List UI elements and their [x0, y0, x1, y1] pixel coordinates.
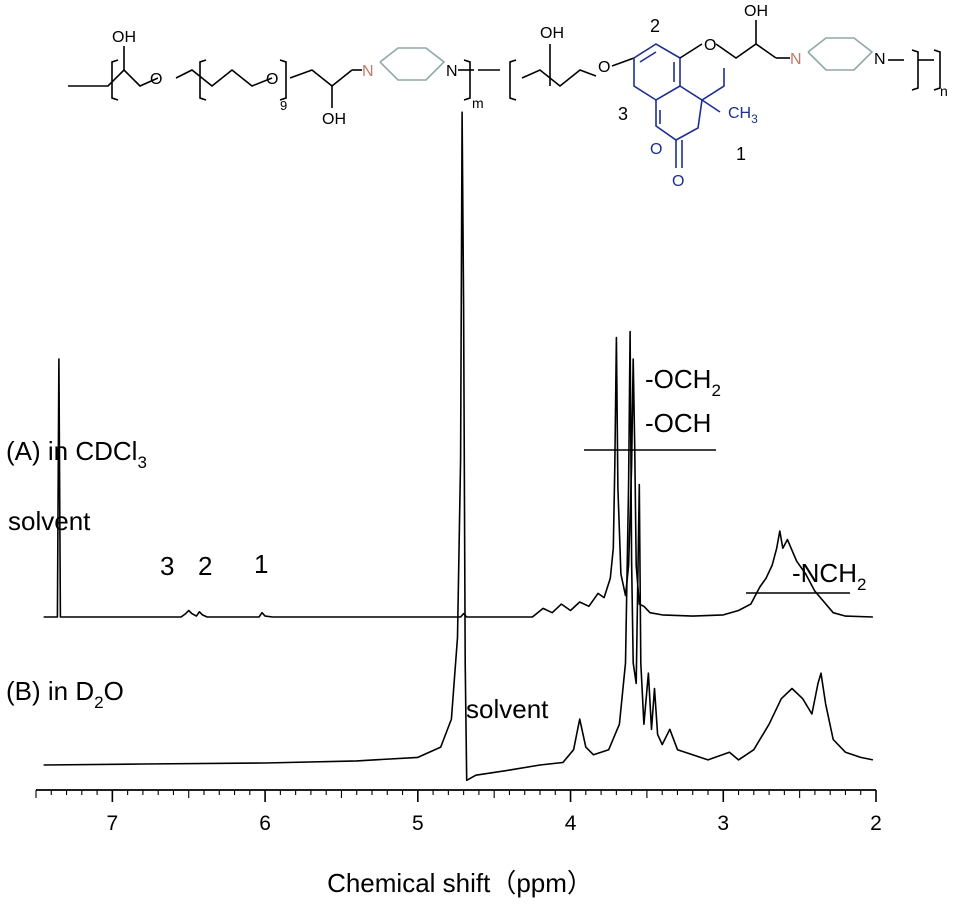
methyl-label: CH3 — [728, 105, 758, 126]
annotation-lines — [584, 449, 850, 594]
solvent-label-b: solvent — [466, 694, 549, 724]
position-2-label: 2 — [650, 16, 660, 36]
carbonyl-oxygen-label: O — [672, 173, 684, 190]
x-tick-label: 4 — [565, 812, 577, 835]
peak-label-2: 2 — [198, 551, 212, 581]
x-axis-title: Chemical shift（ppm） — [327, 868, 593, 898]
repeat-count-label: 9 — [280, 98, 287, 113]
spectrum-a-line — [43, 336, 873, 618]
solvent-label-a: solvent — [8, 506, 91, 536]
chemical-structure — [68, 20, 941, 168]
nitrogen-label: N — [874, 51, 886, 68]
ether-oxygen-label: O — [704, 37, 716, 54]
ether-oxygen-label: O — [266, 71, 278, 88]
x-tick-label: 2 — [870, 812, 882, 835]
och-label: -OCH — [645, 408, 711, 438]
position-1-label: 1 — [736, 144, 746, 164]
hydroxyl-label: OH — [744, 3, 768, 20]
nch2-label: -NCH2 — [792, 558, 866, 594]
x-tick-label: 5 — [412, 812, 424, 835]
series-b-label: (B) in D2O — [6, 676, 124, 712]
hydroxyl-label: OH — [322, 111, 346, 128]
peak-label-1: 1 — [254, 549, 268, 579]
series-a-label: (A) in CDCl3 — [6, 436, 147, 472]
x-axis: 7 6 5 4 3 2 — [35, 789, 882, 835]
spectrum-b-line — [43, 111, 874, 782]
hydroxyl-label: OH — [540, 25, 564, 42]
position-3-label: 3 — [618, 104, 628, 124]
ether-oxygen-label: O — [150, 71, 162, 88]
och2-label: -OCH2 — [645, 364, 721, 400]
subscript-n-label: n — [940, 83, 948, 99]
structure-text: OH O O 9 OH N N m OH O 2 3 O OH N N n CH… — [112, 3, 948, 190]
hydroxyl-label: OH — [112, 29, 136, 46]
nitrogen-label: N — [362, 63, 374, 80]
ether-oxygen-label: O — [598, 59, 610, 76]
spectra-plot — [43, 111, 874, 782]
nitrogen-label: N — [790, 51, 802, 68]
subscript-m-label: m — [472, 95, 484, 111]
x-tick-label: 3 — [717, 812, 729, 835]
x-tick-label: 7 — [107, 812, 119, 835]
ring-oxygen-label: O — [650, 141, 662, 158]
nitrogen-label: N — [446, 63, 458, 80]
x-tick-label: 6 — [259, 812, 271, 835]
peak-label-3: 3 — [160, 551, 174, 581]
